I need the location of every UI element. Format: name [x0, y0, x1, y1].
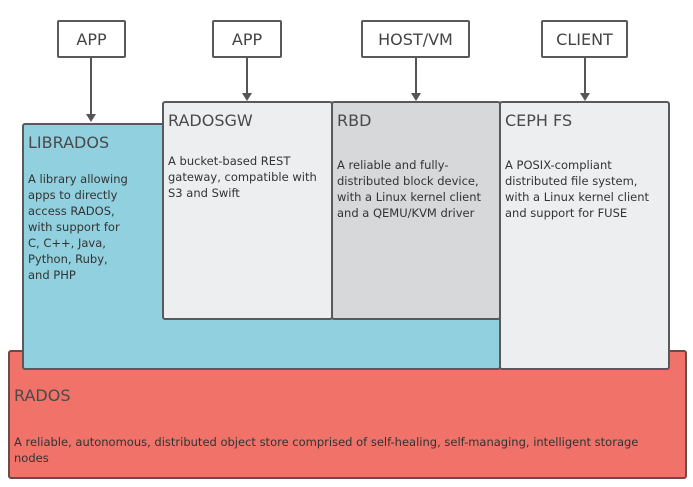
client-box-host-vm: HOST/VM — [361, 20, 470, 58]
radosgw-box: RADOSGW A bucket-based REST gateway, com… — [162, 101, 333, 320]
cephfs-description: A POSIX-compliant distributed file syste… — [505, 158, 650, 220]
cephfs-box: CEPH FS A POSIX-compliant distributed fi… — [499, 101, 670, 370]
rbd-description: A reliable and fully- distributed block … — [337, 158, 482, 220]
client-box-app-2: APP — [212, 20, 282, 58]
librados-description: A library allowing apps to directly acce… — [28, 172, 128, 282]
client-box-client: CLIENT — [541, 20, 628, 58]
cephfs-title: CEPH FS — [505, 111, 573, 130]
radosgw-description: A bucket-based REST gateway, compatible … — [168, 154, 317, 200]
radosgw-title: RADOSGW — [168, 111, 253, 130]
rados-title: RADOS — [14, 386, 71, 405]
rados-layer: RADOS A reliable, autonomous, distribute… — [8, 350, 687, 479]
client-box-app-1: APP — [57, 20, 126, 58]
librados-title: LIBRADOS — [28, 133, 110, 152]
rados-description: A reliable, autonomous, distributed obje… — [14, 435, 639, 465]
rbd-box: RBD A reliable and fully- distributed bl… — [331, 101, 501, 320]
rbd-title: RBD — [337, 111, 372, 130]
